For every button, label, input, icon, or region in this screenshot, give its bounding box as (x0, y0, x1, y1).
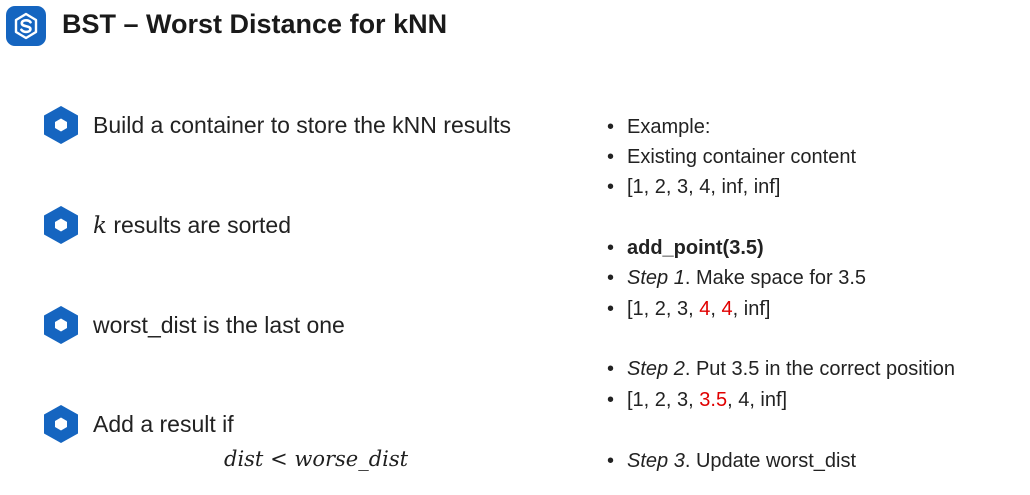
step2-text: . Put 3.5 in the correct position (684, 358, 955, 380)
right-list-item: • Step 1. Make space for 3.5 (607, 265, 866, 291)
hexagon-bullet-icon (44, 405, 78, 443)
left-item-text: worst_dist is the last one (93, 312, 345, 338)
left-list-item: k results are sorted (42, 205, 291, 245)
hexagon-bullet-icon (44, 106, 78, 144)
right-list-item: • [1, 2, 3, 4, inf, inf] (607, 174, 780, 200)
formula-lhs: dist (224, 447, 264, 471)
initial-list: [1, 2, 3, 4, inf, inf] (627, 176, 781, 198)
list1-highlight-1: 4 (699, 298, 711, 320)
bullet-dot: • (607, 358, 615, 380)
s-logo-icon (6, 6, 46, 46)
bullet-dot: • (607, 450, 615, 472)
right-list-item: • Example: (607, 114, 710, 140)
list1-highlight-2: 4 (721, 298, 733, 320)
step3-label: Step 3 (627, 450, 685, 472)
list2-highlight: 3.5 (699, 389, 728, 411)
left-list-item: Build a container to store the kNN resul… (42, 105, 511, 145)
list1-suffix: , inf] (732, 298, 771, 320)
list2-prefix: [1, 2, 3, (627, 389, 700, 411)
bullet-dot: • (607, 267, 615, 289)
bullet-dot: • (607, 389, 615, 411)
bullet-dot: • (607, 298, 615, 320)
hexagon-bullet-icon (44, 206, 78, 244)
formula-operator: < (270, 447, 288, 471)
step2-label: Step 2 (627, 358, 685, 380)
add-point-call: add_point(3.5) (627, 237, 764, 259)
bullet-dot: • (607, 116, 615, 138)
step3-text: . Update worst_dist (684, 450, 857, 472)
left-item-text: Add a result if (93, 411, 234, 437)
formula-rhs: worse_dist (294, 447, 409, 471)
right-list-item: • add_point(3.5) (607, 235, 764, 261)
bullet-dot: • (607, 237, 615, 259)
left-item-text: Build a container to store the kNN resul… (93, 112, 512, 138)
right-list-item: • Step 2. Put 3.5 in the correct position (607, 356, 955, 382)
left-item-text: k results are sorted (93, 210, 291, 241)
page-title: BST – Worst Distance for kNN (62, 9, 448, 39)
bullet-dot: • (607, 146, 615, 168)
right-list-item: • [1, 2, 3, 3.5, 4, inf] (607, 387, 787, 413)
right-list-item: • Existing container content (607, 144, 856, 170)
list2-suffix: , 4, inf] (727, 389, 788, 411)
right-list-item: • Step 3. Update worst_dist (607, 448, 856, 474)
left-item-suffix: results are sorted (106, 211, 292, 238)
list1-prefix: [1, 2, 3, (627, 298, 700, 320)
right-list-item: •[1, 2, 3, 4, 4, inf] (607, 296, 770, 322)
example-label: Example: (627, 116, 711, 138)
left-list-item: Add a result if (42, 404, 234, 444)
k-variable: k (93, 212, 107, 239)
step1-label: Step 1 (627, 267, 685, 289)
list1-separator: , (710, 298, 722, 320)
hexagon-bullet-icon (44, 306, 78, 344)
condition-formula: dist < worse_dist (224, 447, 408, 471)
bullet-dot: • (607, 176, 615, 198)
step1-text: . Make space for 3.5 (684, 267, 867, 289)
left-list-item: worst_dist is the last one (42, 305, 345, 345)
existing-label: Existing container content (627, 146, 857, 168)
